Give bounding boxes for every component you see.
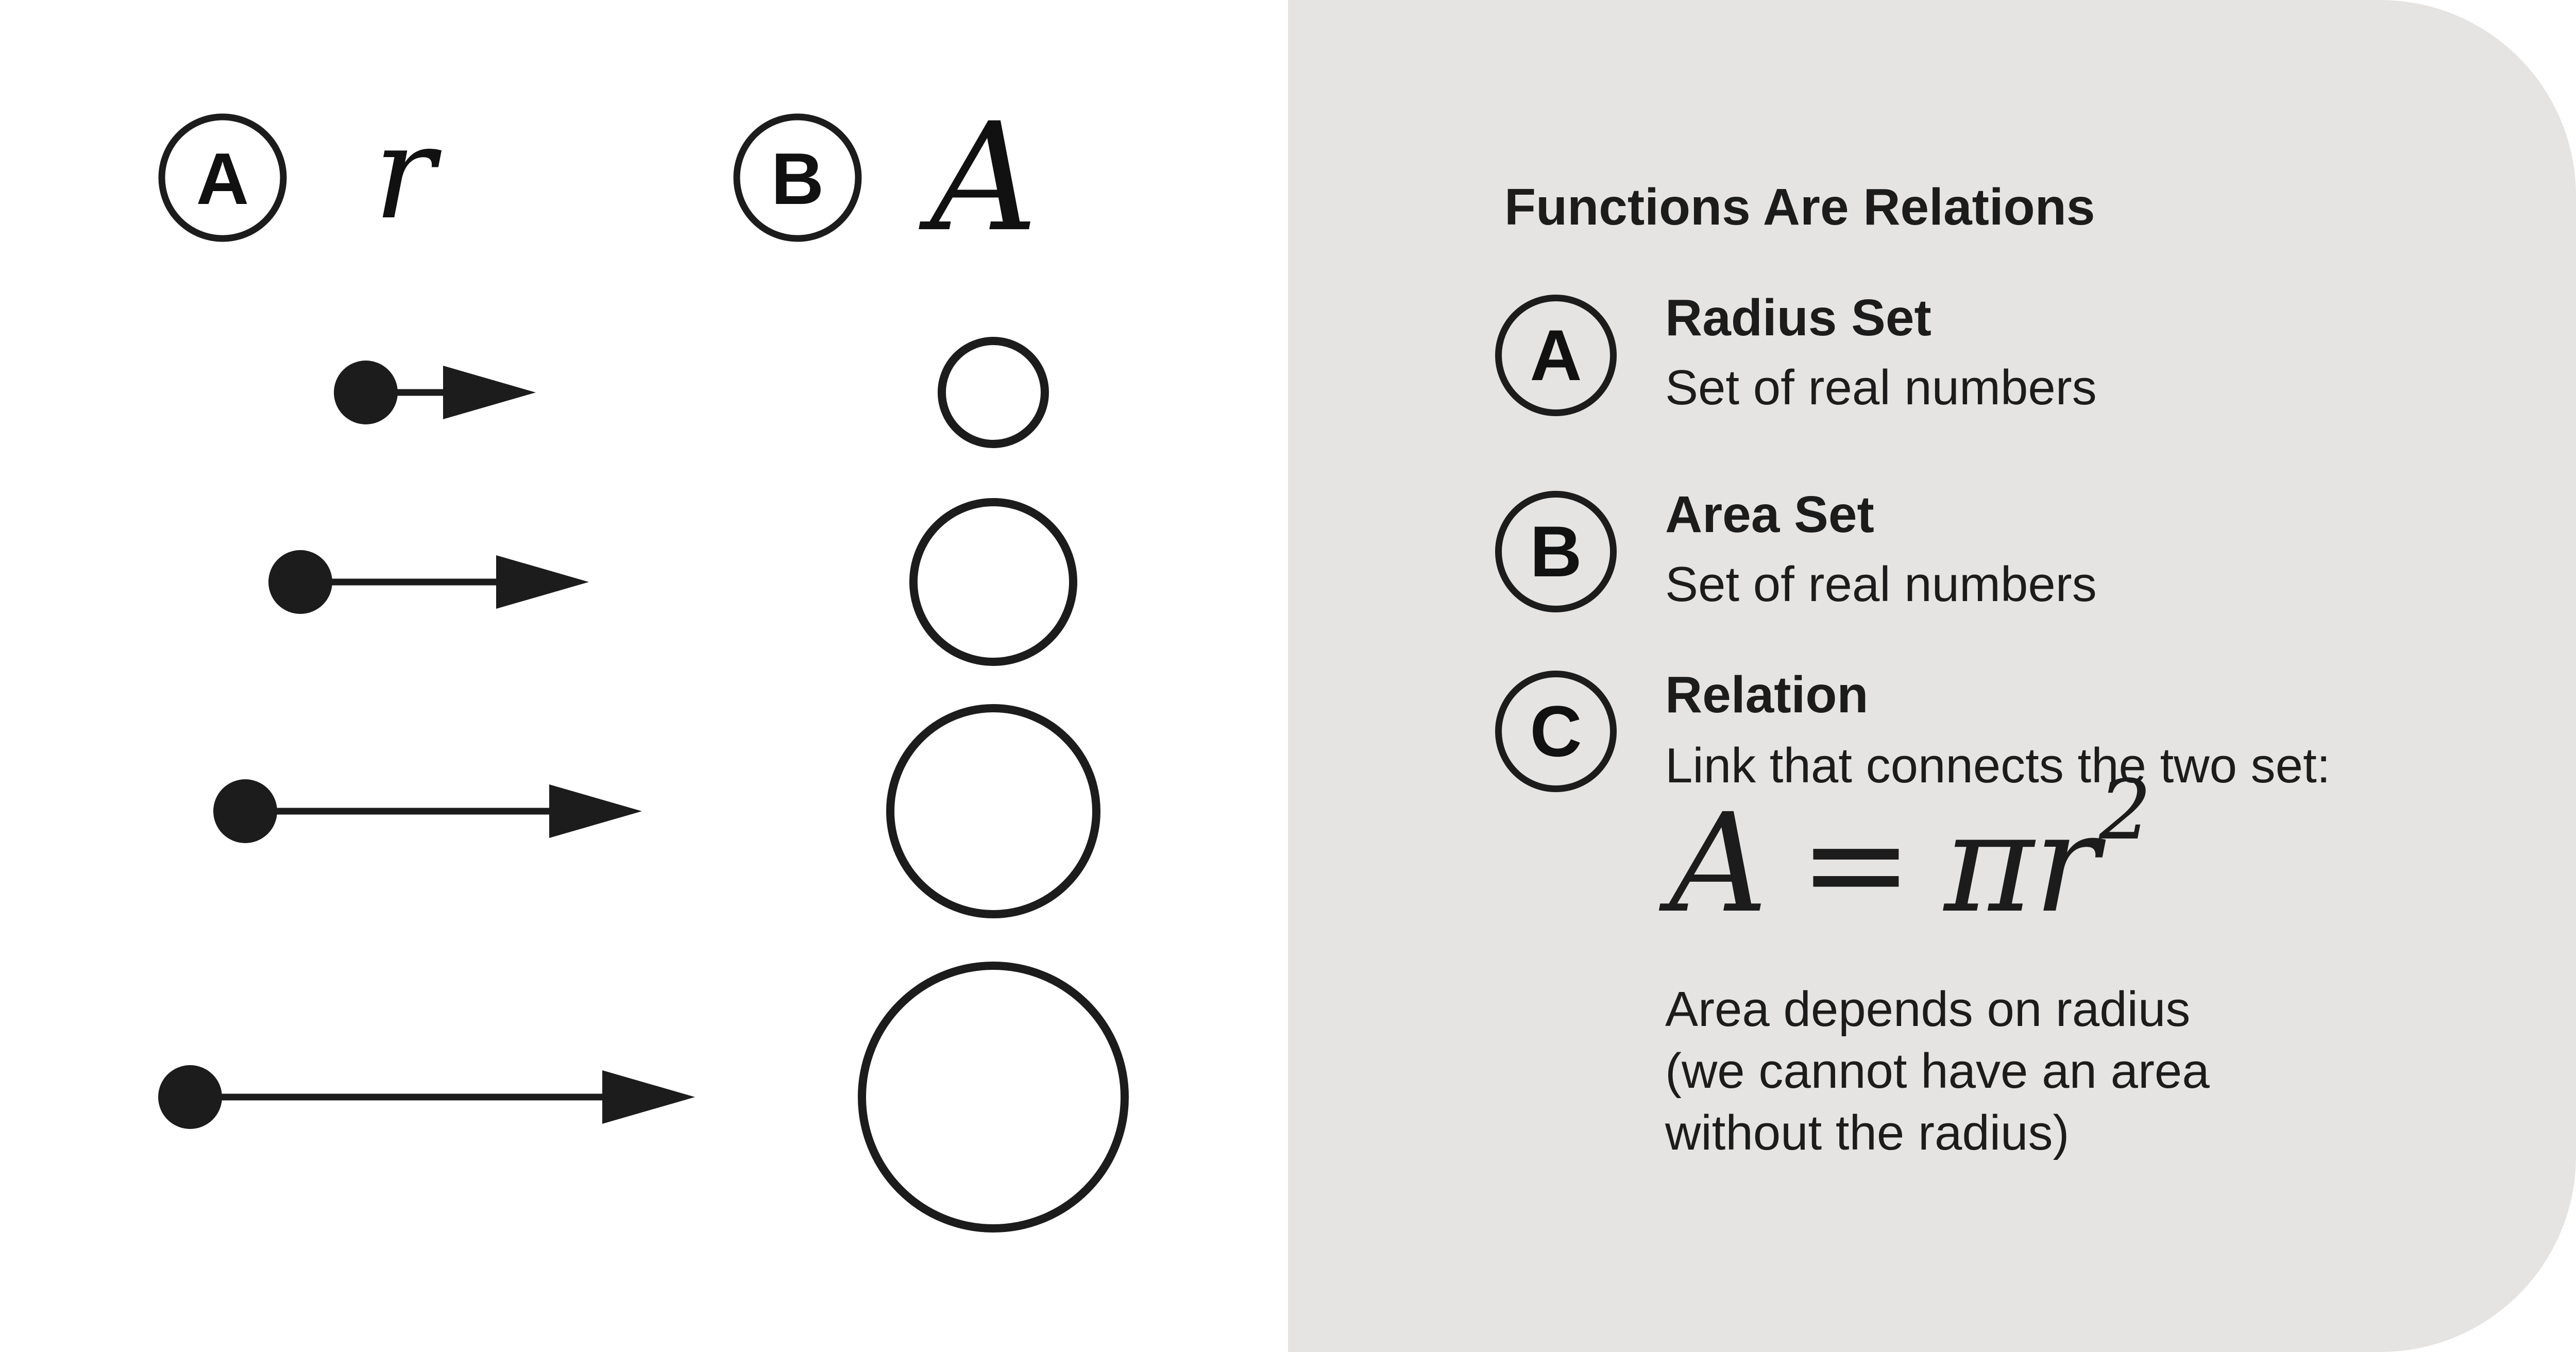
info-panel: Functions Are Relations A Radius Set Set… — [1288, 0, 2576, 1352]
note-line: Area depends on radius — [1665, 982, 2191, 1037]
set-a-symbol: r — [374, 98, 442, 248]
note-line: without the radius) — [1665, 1105, 2070, 1160]
set-b-symbol: A — [919, 91, 1038, 265]
radius-set-description: Set of real numbers — [1665, 360, 2097, 415]
area-circle — [858, 962, 1129, 1233]
area-set-description: Set of real numbers — [1665, 557, 2097, 612]
badge-a: A — [1495, 295, 1617, 416]
radius-start-dot — [213, 779, 277, 843]
area-formula: A=πr2 — [1669, 769, 2151, 932]
badge-c: C — [1495, 671, 1617, 792]
area-set-title: Area Set — [1665, 486, 1874, 543]
formula-equals: = — [1799, 784, 1913, 943]
radius-arrow-head — [549, 784, 642, 838]
formula-radius: r — [2033, 784, 2099, 943]
area-circle — [909, 498, 1077, 666]
set-b-badge-ring — [733, 113, 862, 242]
formula-pi: π — [1944, 784, 2034, 943]
relation-title: Relation — [1665, 666, 1869, 724]
set-a-badge-ring — [158, 113, 287, 242]
relation-diagram: A r B A — [158, 91, 1129, 1233]
panel-title: Functions Are Relations — [1504, 178, 2095, 236]
set-a-badge-letter: A — [196, 138, 249, 220]
radius-start-dot — [334, 361, 398, 424]
dependency-note: Area depends on radius (we cannot have a… — [1665, 979, 2210, 1164]
radius-set-title: Radius Set — [1665, 289, 1931, 347]
set-b-header: B A — [733, 91, 1038, 265]
radius-start-dot — [158, 1065, 222, 1129]
area-circle — [886, 704, 1100, 918]
set-b-badge-letter: B — [771, 138, 824, 220]
radius-arrow-head — [443, 366, 536, 419]
relation-description: Link that connects the two set: — [1665, 738, 2331, 793]
mapping-rows — [158, 337, 1129, 1233]
set-a-header: A r — [158, 98, 442, 248]
radius-start-dot — [268, 550, 332, 614]
formula-exponent: 2 — [2099, 762, 2152, 858]
radius-arrow-head — [496, 555, 589, 609]
formula-area-symbol: A — [1669, 784, 1768, 943]
badge-b: B — [1495, 491, 1617, 612]
area-circle — [938, 337, 1049, 448]
radius-arrow-head — [602, 1070, 695, 1124]
note-line: (we cannot have an area — [1665, 1043, 2210, 1099]
